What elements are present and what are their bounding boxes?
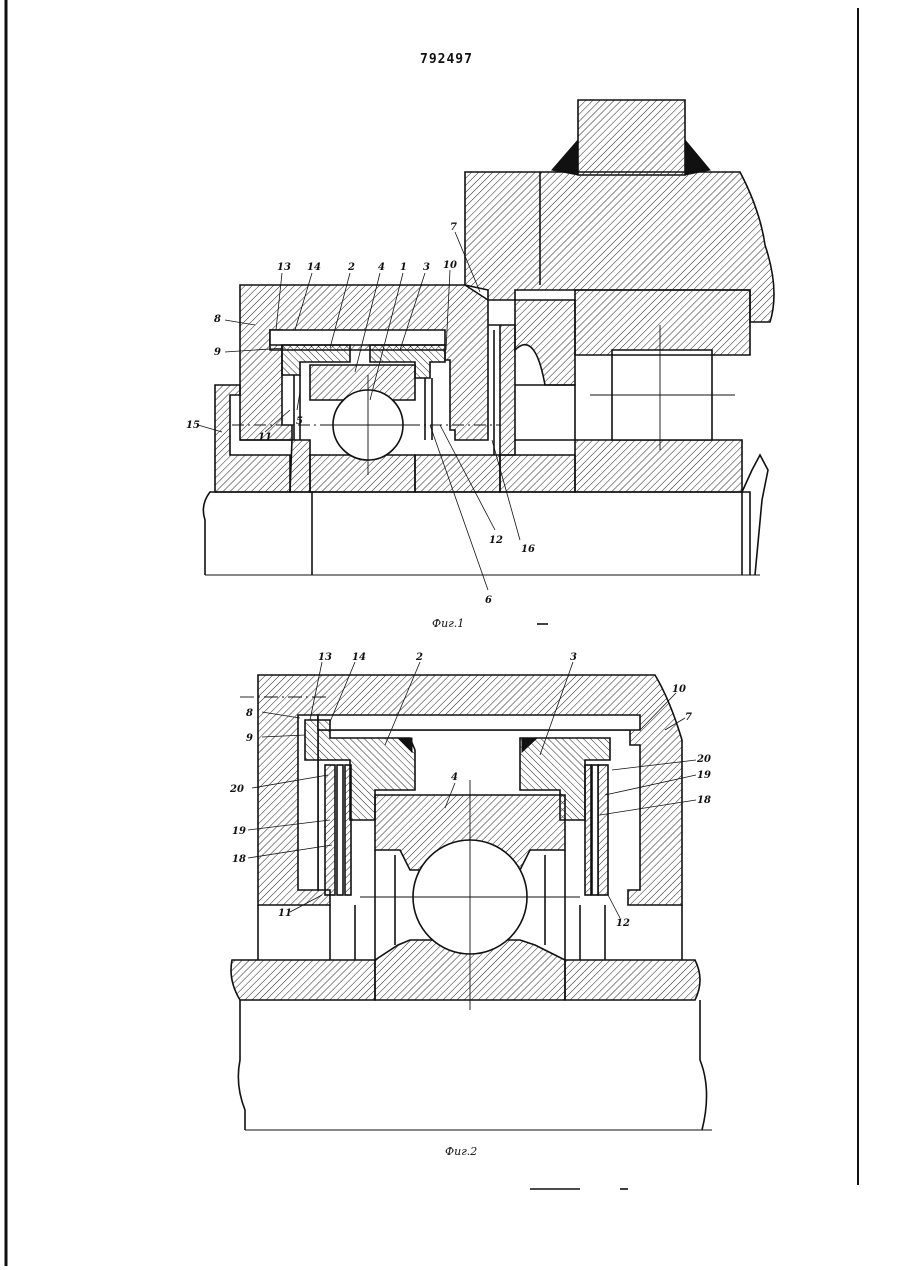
fig1-roller-inner [575,440,742,492]
fig1-label-11: 11 [258,432,272,443]
fig1-upper-post [578,100,685,175]
fig2-label-4: 4 [451,772,458,783]
fig2-label-9: 9 [246,733,253,744]
fig2-caption: Фиг.2 [445,1145,477,1158]
fig2-label-11: 11 [278,908,292,919]
fig1-label-4: 4 [378,262,385,273]
patent-number: 792497 [420,52,520,67]
fig1-roller-cage [515,300,575,385]
fig2-washer-right-18 [598,765,608,895]
fig1-roller [612,355,712,440]
fig2-label-18-left: 18 [232,854,246,865]
fig2-label-12: 12 [616,918,630,929]
fig2-shaft-collar-right [565,960,700,1000]
fig2-washer-left-18 [325,765,335,895]
fig1-roller-outer [575,290,750,355]
fig2-label-7: 7 [685,712,692,723]
fig1-label-10: 10 [443,260,457,271]
fig1-label-14: 14 [307,262,321,273]
fig1-label-7: 7 [450,222,457,233]
fig1-label-5: 5 [296,416,303,427]
fig1-label-6: 6 [485,595,492,606]
fig1-label-9: 9 [214,347,221,358]
fig1-label-8: 8 [214,314,221,325]
fig2-label-18-right: 18 [697,795,711,806]
figure-1: 13 14 2 4 1 3 10 7 8 9 15 11 5 12 16 6 Ф… [186,100,774,630]
fig2-label-10: 10 [672,684,686,695]
fig1-label-12: 12 [489,535,503,546]
fig2-label-19-left: 19 [232,826,246,837]
fig2-label-8: 8 [246,708,253,719]
fig2-label-2: 2 [415,652,423,663]
fig1-label-13: 13 [277,262,291,273]
fig2-label-20-right: 20 [696,754,711,765]
fig1-bearing-inner-ring [310,455,415,492]
fig1-label-15: 15 [186,420,200,431]
fig1-label-2: 2 [347,262,355,273]
fig2-label-20-left: 20 [229,784,244,795]
fig2-label-14: 14 [352,652,366,663]
fig2-label-13: 13 [318,652,332,663]
figure-2: 13 14 2 3 4 8 9 20 19 18 11 10 7 20 19 1… [229,652,712,1189]
fig1-label-3: 3 [423,262,430,273]
fig2-label-19-right: 19 [697,770,711,781]
fig1-shaft [203,492,750,575]
fig2-shaft-left-edge [238,1000,245,1130]
fig2-label-3: 3 [570,652,577,663]
fig1-label-16: 16 [521,544,535,555]
fig1-caption: Фиг.1 [432,617,464,630]
fig2-shaft-collar-left [231,960,375,1000]
fig2-shaft-right-edge [700,1000,707,1130]
fig1-label-1: 1 [400,262,407,273]
